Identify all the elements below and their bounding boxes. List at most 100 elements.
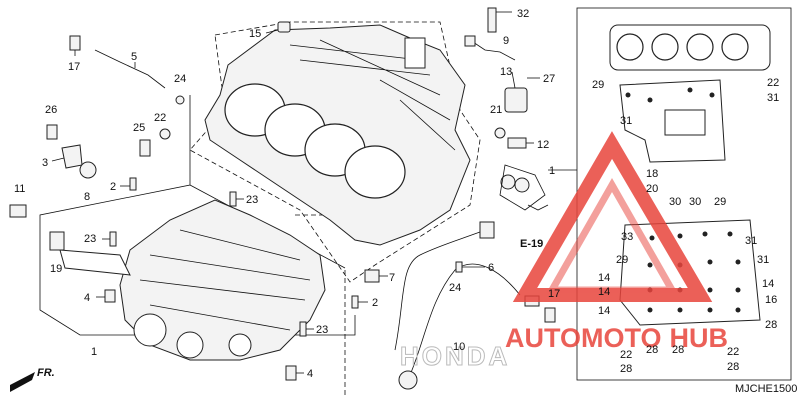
- label-31a: 31: [620, 115, 632, 127]
- leader-15: [265, 29, 279, 34]
- clip-24-bottom: [455, 261, 463, 273]
- sensor-13: [504, 87, 528, 113]
- label-32: 32: [517, 8, 529, 20]
- plug-15: [277, 21, 291, 33]
- lower-crankcase: [59, 199, 326, 361]
- label-1b: 1: [549, 165, 555, 177]
- label-29a: 29: [592, 79, 604, 91]
- lower-case-bearing-2: [176, 331, 204, 359]
- bolt-26: [46, 124, 58, 140]
- label-27: 27: [543, 73, 555, 85]
- label-33: 33: [621, 231, 633, 243]
- oil-pipe-fitting: [398, 370, 418, 390]
- label-5: 5: [131, 51, 137, 63]
- label-14a: 14: [598, 272, 610, 284]
- bolt-32: [487, 7, 497, 33]
- label-23c: 23: [316, 324, 328, 336]
- label-24b: 24: [449, 282, 461, 294]
- upper-case-ribs: [289, 39, 456, 151]
- label-31d: 31: [757, 254, 769, 266]
- label-17a: 17: [68, 61, 80, 73]
- label-1a: 1: [91, 346, 97, 358]
- label-19: 19: [50, 263, 62, 275]
- dowel-23-a: [229, 191, 237, 207]
- label-14d: 14: [762, 278, 774, 290]
- upper-crankcase: [204, 24, 471, 246]
- lower-case-bearing-3: [228, 333, 252, 357]
- label-30a: 30: [669, 196, 681, 208]
- label-16: 16: [765, 294, 777, 306]
- direction-label: FR.: [37, 367, 55, 379]
- label-18: 18: [646, 168, 658, 180]
- label-13: 13: [500, 66, 512, 78]
- label-7: 7: [389, 272, 395, 284]
- bolt-4-a: [104, 289, 116, 303]
- switch-12: [507, 137, 527, 149]
- label-31c: 31: [745, 235, 757, 247]
- leader-3: [51, 157, 65, 162]
- switch-11: [9, 204, 27, 218]
- bolt-25: [139, 139, 151, 157]
- label-23b: 23: [84, 233, 96, 245]
- sensor-9-head: [464, 35, 476, 47]
- sensor-9-wire: [469, 39, 516, 61]
- seal-e19-b: [514, 177, 530, 193]
- pin-2-bottom: [351, 295, 359, 309]
- small-parts: [9, 7, 556, 390]
- seal-8: [79, 161, 97, 179]
- label-30b: 30: [689, 196, 701, 208]
- label-15: 15: [249, 28, 261, 40]
- upper-crankcase-outline: [189, 21, 481, 283]
- label-31b: 31: [767, 92, 779, 104]
- label-28d: 28: [672, 344, 684, 356]
- part-labels: 15 32 17 5 9 24 13 27 26 25 22 21 3 12 8…: [14, 8, 779, 380]
- label-14c: 14: [598, 305, 610, 317]
- dowel-23-c: [299, 321, 307, 337]
- diagram-code: MJCHE1500: [735, 383, 797, 395]
- label-28e: 28: [727, 361, 739, 373]
- lower-case-ribs: [139, 229, 311, 331]
- cylinder-bore-4: [344, 145, 406, 199]
- label-9: 9: [503, 35, 509, 47]
- oil-pipe-6: [409, 263, 521, 376]
- label-2a: 2: [110, 181, 116, 193]
- pin-2-top: [129, 177, 137, 191]
- label-22a: 22: [154, 112, 166, 124]
- connector-6: [479, 221, 495, 239]
- label-10: 10: [453, 341, 465, 353]
- label-3: 3: [42, 157, 48, 169]
- bolt-17-top: [69, 35, 81, 51]
- bolt-17-bottom: [544, 307, 556, 323]
- label-22b: 22: [767, 77, 779, 89]
- callout-e19: E-19: [520, 238, 543, 250]
- gasket-bore-4: [721, 33, 749, 61]
- label-6: 6: [488, 262, 494, 274]
- lower-case-bearing-1: [133, 313, 167, 347]
- label-4b: 4: [307, 368, 313, 380]
- label-12: 12: [537, 139, 549, 151]
- label-8: 8: [84, 191, 90, 203]
- label-11: 11: [14, 183, 25, 195]
- label-24a: 24: [174, 73, 186, 85]
- label-14b: 14: [598, 286, 610, 298]
- label-25: 25: [133, 122, 145, 134]
- washer-21: [494, 127, 506, 139]
- label-28a: 28: [765, 319, 777, 331]
- seal-e19-a: [500, 174, 516, 190]
- bolt-4-b: [285, 365, 297, 381]
- label-23a: 23: [246, 194, 258, 206]
- lower-crankcase-body: [119, 199, 326, 361]
- oil-pipe-10: [394, 229, 486, 351]
- label-28b: 28: [620, 363, 632, 375]
- lower-case-flange: [59, 249, 131, 276]
- gasket-bore-2: [651, 33, 679, 61]
- brand-ghost-text: HONDA: [400, 341, 510, 371]
- hose-5: [94, 49, 166, 89]
- label-17b: 17: [548, 288, 560, 300]
- upper-case-boss: [404, 37, 426, 69]
- leader-13: [511, 71, 516, 89]
- label-22d: 22: [727, 346, 739, 358]
